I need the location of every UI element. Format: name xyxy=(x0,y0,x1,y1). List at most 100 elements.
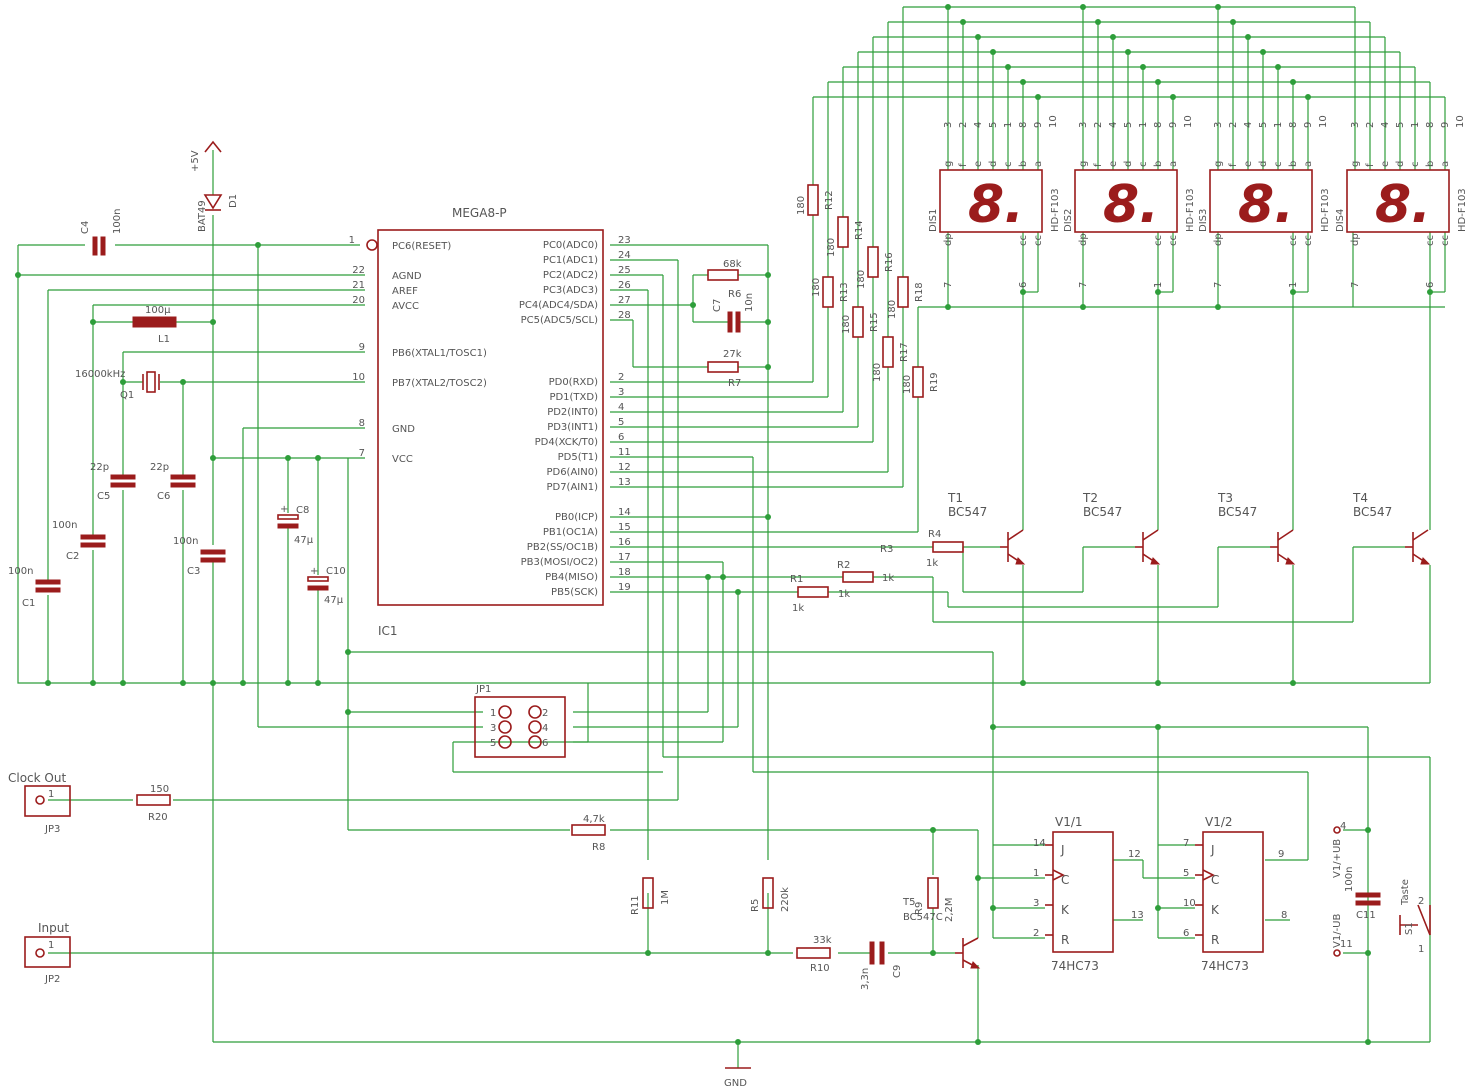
svg-text:2: 2 xyxy=(1033,928,1039,939)
svg-text:4: 4 xyxy=(1380,122,1391,128)
ic1-pin-11: PD5(T1)11 xyxy=(558,447,631,463)
svg-text:C3: C3 xyxy=(187,566,200,577)
svg-text:13: 13 xyxy=(618,477,631,488)
svg-text:L1: L1 xyxy=(158,334,170,345)
capacitor-c9: 3,3n C9 xyxy=(860,941,903,990)
ic1-pin-23: PC0(ADC0)23 xyxy=(543,235,631,251)
svg-text:9: 9 xyxy=(1440,122,1451,128)
svg-text:220k: 220k xyxy=(780,887,791,912)
svg-text:3,3n: 3,3n xyxy=(860,968,871,990)
switch-s1[interactable]: S1 Taste 2 1 xyxy=(1399,879,1431,955)
svg-text:14: 14 xyxy=(618,507,631,518)
svg-text:1: 1 xyxy=(1418,944,1424,955)
svg-text:180: 180 xyxy=(887,300,898,319)
ic1-pin-25: PC2(ADC2)25 xyxy=(543,265,631,281)
capacitor-c4: C4 100n xyxy=(80,209,123,256)
svg-text:C6: C6 xyxy=(157,491,170,502)
svg-text:cc: cc xyxy=(1018,235,1029,246)
svg-text:10: 10 xyxy=(352,372,365,383)
svg-text:PD6(AIN0): PD6(AIN0) xyxy=(546,467,598,478)
svg-text:1k: 1k xyxy=(882,573,894,584)
capacitor-c11: 100n C11 xyxy=(1344,867,1381,921)
svg-text:PD7(AIN1): PD7(AIN1) xyxy=(546,482,598,493)
junctions xyxy=(15,4,1433,1045)
svg-text:R10: R10 xyxy=(810,963,830,974)
svg-text:2: 2 xyxy=(542,708,548,719)
svg-text:9: 9 xyxy=(359,342,365,353)
svg-text:HD-F103: HD-F103 xyxy=(1050,188,1061,232)
svg-text:100n: 100n xyxy=(112,209,123,234)
svg-text:47µ: 47µ xyxy=(294,535,314,546)
gnd-symbol: GND xyxy=(724,1067,751,1089)
svg-text:g: g xyxy=(1213,161,1224,167)
svg-text:150: 150 xyxy=(150,784,169,795)
ic1-pin-24: PC1(ADC1)24 xyxy=(543,250,631,266)
svg-text:R18: R18 xyxy=(914,282,925,302)
svg-text:1: 1 xyxy=(490,708,496,719)
svg-text:180: 180 xyxy=(811,278,822,297)
svg-text:2: 2 xyxy=(1093,122,1104,128)
svg-text:c: c xyxy=(1003,162,1014,168)
svg-text:10: 10 xyxy=(1318,115,1329,128)
svg-text:cc: cc xyxy=(1425,235,1436,246)
svg-text:3: 3 xyxy=(1033,898,1039,909)
capacitor-c2: 100n C2 xyxy=(52,520,106,562)
svg-text:g: g xyxy=(1078,161,1089,167)
svg-text:PD4(XCK/T0): PD4(XCK/T0) xyxy=(535,437,598,448)
svg-text:GND: GND xyxy=(724,1078,747,1089)
svg-text:BC547: BC547 xyxy=(1353,505,1392,519)
svg-text:PB0(ICP): PB0(ICP) xyxy=(555,512,598,523)
svg-text:c: c xyxy=(1273,162,1284,168)
seven-seg-glyph: 8. xyxy=(968,175,1024,235)
svg-text:7: 7 xyxy=(1213,282,1224,288)
svg-text:1: 1 xyxy=(1288,282,1299,288)
svg-text:1: 1 xyxy=(349,235,355,246)
svg-text:PD5(T1): PD5(T1) xyxy=(558,452,598,463)
svg-text:JP1: JP1 xyxy=(475,684,491,695)
svg-text:2: 2 xyxy=(618,372,624,383)
svg-text:b: b xyxy=(1153,161,1164,167)
svg-text:a: a xyxy=(1033,161,1044,167)
ic1-pin-16: PB2(SS/OC1B)16 xyxy=(527,537,631,553)
svg-text:10: 10 xyxy=(1183,115,1194,128)
capacitor-c7: C7 10n xyxy=(712,293,755,333)
svg-text:PC5(ADC5/SCL): PC5(ADC5/SCL) xyxy=(521,315,598,326)
svg-text:DIS4: DIS4 xyxy=(1335,209,1346,232)
ic1-pin-13: PD7(AIN1) 13 xyxy=(546,477,630,493)
svg-text:AGND: AGND xyxy=(392,271,422,282)
ic1-pin-4: PD2(INT0)4 xyxy=(547,402,624,418)
svg-text:1: 1 xyxy=(1138,122,1149,128)
svg-text:T3: T3 xyxy=(1217,491,1233,505)
svg-text:HD-F103: HD-F103 xyxy=(1457,188,1468,232)
svg-text:5: 5 xyxy=(1258,122,1269,128)
svg-text:dp: dp xyxy=(1350,233,1361,246)
svg-text:PB7(XTAL2/TOSC2): PB7(XTAL2/TOSC2) xyxy=(392,378,487,389)
svg-text:cc: cc xyxy=(1440,235,1451,246)
svg-text:PD0(RXD): PD0(RXD) xyxy=(549,377,598,388)
svg-text:3: 3 xyxy=(1213,122,1224,128)
svg-text:180: 180 xyxy=(826,238,837,257)
svg-text:1: 1 xyxy=(48,940,54,951)
svg-text:1: 1 xyxy=(1033,868,1039,879)
svg-text:R19: R19 xyxy=(929,372,940,392)
svg-text:a: a xyxy=(1168,161,1179,167)
svg-text:100µ: 100µ xyxy=(145,305,171,316)
ic1-pin-28: PC5(ADC5/SCL)28 xyxy=(521,310,631,326)
svg-text:180: 180 xyxy=(841,315,852,334)
svg-text:1: 1 xyxy=(1410,122,1421,128)
svg-text:C2: C2 xyxy=(66,551,79,562)
svg-text:2: 2 xyxy=(1418,896,1424,907)
svg-text:cc: cc xyxy=(1153,235,1164,246)
flipflops: V1/174HC73J14C1K3R21213V1/274HC73J7C5K10… xyxy=(1033,815,1287,973)
svg-text:21: 21 xyxy=(352,280,365,291)
svg-text:9: 9 xyxy=(1168,122,1179,128)
svg-text:4: 4 xyxy=(1340,821,1346,832)
